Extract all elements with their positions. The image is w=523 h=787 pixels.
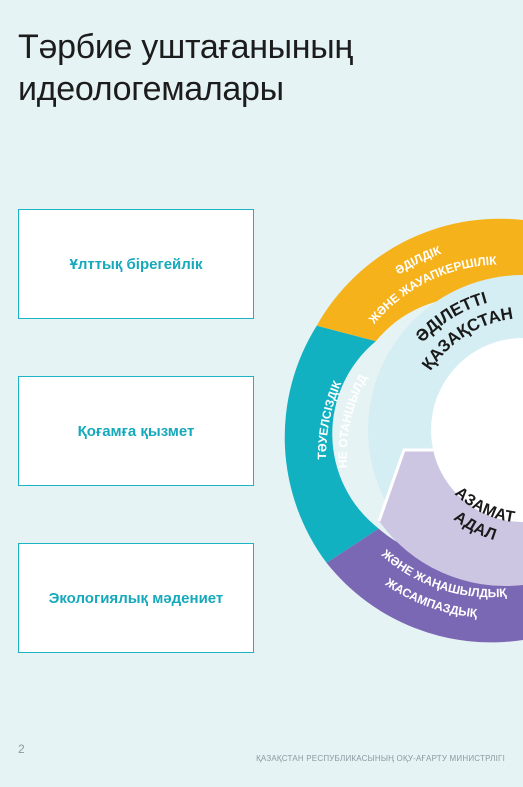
title-line-1: Тәрбие уштағанының [18, 28, 353, 66]
footer-ministry: ҚАЗАҚСТАН РЕСПУБЛИКАСЫНЫҢ ОҚУ-АҒАРТУ МИН… [256, 754, 505, 763]
card-national-identity[interactable]: Ұлттық бірегейлік [18, 209, 254, 319]
wheel-center [431, 338, 523, 522]
page-number: 2 [18, 742, 25, 756]
card-label: Экологиялық мәдениет [48, 589, 224, 607]
card-ecological-culture[interactable]: Экологиялық мәдениет [18, 543, 254, 653]
card-label: Ұлттық бірегейлік [69, 255, 203, 273]
page-title: Тәрбие уштағанының идеологемалары [18, 26, 488, 110]
wheel-divider [377, 448, 433, 522]
wheel-segment-honest-citizen [379, 450, 523, 587]
wheel-segment-creativity [326, 528, 523, 643]
wheel-segment-justice [316, 218, 523, 342]
wheel-segment-independence [284, 325, 379, 563]
card-public-service[interactable]: Қоғамға қызмет [18, 376, 254, 486]
title-line-2: идеологемалары [18, 70, 284, 108]
card-label: Қоғамға қызмет [77, 422, 195, 440]
